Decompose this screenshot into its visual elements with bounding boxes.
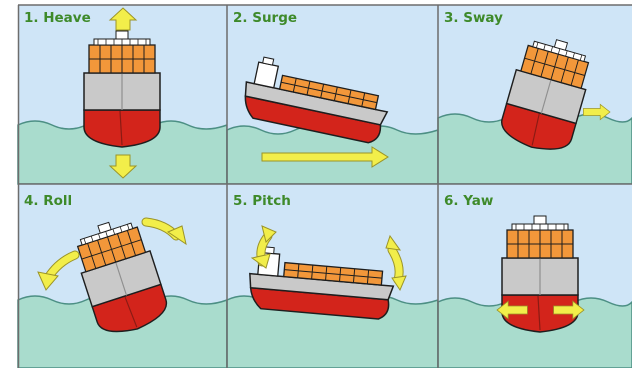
panel-roll: 4. Roll <box>18 184 227 368</box>
panel-title-heave: 1. Heave <box>24 10 91 26</box>
panel-surge: 2. Surge <box>227 5 438 184</box>
panel-title-pitch: 5. Pitch <box>233 193 291 209</box>
panel-heave: 1. Heave <box>18 5 227 184</box>
panel-title-yaw: 6. Yaw <box>444 193 493 209</box>
panel-sway: 3. Sway <box>438 5 632 184</box>
panel-title-sway: 3. Sway <box>444 10 503 26</box>
panel-yaw: 6. Yaw <box>438 184 632 368</box>
ship-yaw-icon <box>502 216 578 332</box>
panel-title-surge: 2. Surge <box>233 10 297 26</box>
ship-heave-icon <box>84 31 160 147</box>
panel-title-roll: 4. Roll <box>24 193 72 209</box>
panel-pitch: 5. Pitch <box>227 184 438 368</box>
